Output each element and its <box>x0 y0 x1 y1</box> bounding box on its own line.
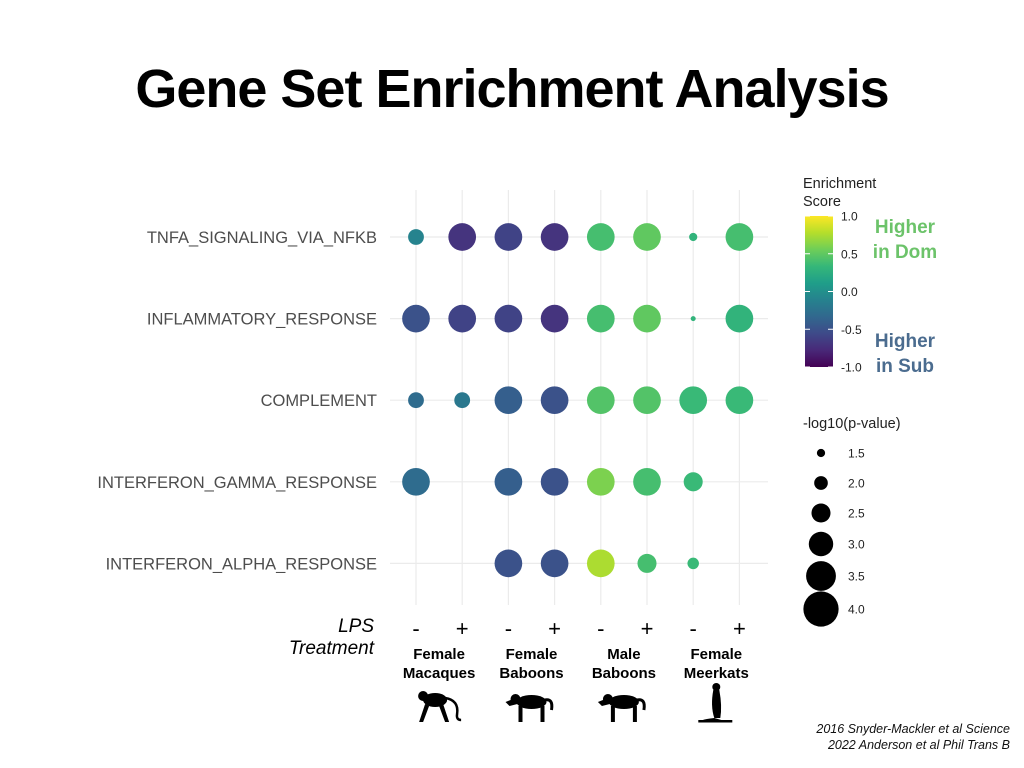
citation-1: 2016 Snyder-Mackler et al Science <box>816 722 1010 736</box>
data-point <box>540 549 569 578</box>
size-legend-label: 4.0 <box>848 603 865 617</box>
data-point <box>494 386 523 415</box>
plot-panel <box>390 190 768 605</box>
data-point <box>679 386 708 415</box>
color-legend-title: Score <box>803 194 841 210</box>
data-point <box>586 386 615 415</box>
y-tick-label: INTERFERON_ALPHA_RESPONSE <box>106 555 377 573</box>
color-legend-tick-label: 1.0 <box>841 210 858 224</box>
data-point <box>494 223 523 251</box>
baboon-icon <box>597 694 646 722</box>
color-legend-tick-label: -1.0 <box>841 361 862 375</box>
citation-2: 2022 Anderson et al Phil Trans B <box>827 738 1010 752</box>
data-point <box>408 392 424 409</box>
data-point <box>725 386 754 415</box>
data-point <box>633 467 661 496</box>
group-label: Baboons <box>592 665 656 682</box>
size-legend-key <box>808 531 834 557</box>
higher-in-dom-annotation: in Dom <box>873 242 937 263</box>
color-legend-tick-label: 0.0 <box>841 285 858 299</box>
higher-in-sub-annotation: in Sub <box>876 356 934 377</box>
data-point <box>633 304 661 333</box>
data-point <box>689 232 698 242</box>
group-label: Female <box>690 646 742 663</box>
data-point <box>637 553 657 573</box>
data-point <box>633 386 661 415</box>
group-label: Baboons <box>499 665 563 682</box>
y-tick-label: INFLAMMATORY_RESPONSE <box>147 311 377 329</box>
group-label: Female <box>413 646 465 663</box>
group-label: Male <box>607 646 640 663</box>
data-point <box>448 304 477 333</box>
data-point <box>408 229 424 245</box>
x-tick-label: + <box>641 616 654 641</box>
y-tick-label: COMPLEMENT <box>261 392 377 410</box>
data-point <box>690 316 696 322</box>
size-legend-label: 3.0 <box>848 538 865 552</box>
data-point <box>540 223 569 251</box>
data-point <box>586 304 615 333</box>
size-legend-key <box>816 448 826 458</box>
x-tick-label: + <box>733 616 746 641</box>
higher-in-dom-annotation: Higher <box>875 217 936 238</box>
size-legend-label: 2.0 <box>848 477 865 491</box>
monkey-icon <box>418 691 462 722</box>
color-legend-title: Enrichment <box>803 176 876 192</box>
data-point <box>494 549 523 578</box>
x-tick-label: + <box>456 616 469 641</box>
color-legend-tick-label: 0.5 <box>841 247 858 261</box>
size-legend-label: 1.5 <box>848 447 865 461</box>
size-legend-key <box>814 476 828 490</box>
size-legend-key <box>806 561 836 591</box>
lps-treatment-label: Treatment <box>289 638 375 659</box>
y-tick-label: TNFA_SIGNALING_VIA_NFKB <box>147 229 377 247</box>
data-point <box>454 392 471 409</box>
higher-in-sub-annotation: Higher <box>875 331 936 352</box>
y-tick-label: INTERFERON_GAMMA_RESPONSE <box>97 474 377 492</box>
x-tick-label: + <box>548 616 561 641</box>
data-point <box>494 304 523 333</box>
data-point <box>683 472 703 492</box>
size-legend-key <box>811 503 831 523</box>
group-label: Female <box>506 646 558 663</box>
data-point <box>540 467 569 496</box>
data-point <box>586 467 615 496</box>
data-point <box>586 223 615 251</box>
size-legend-title: -log10(p-value) <box>803 416 901 432</box>
size-legend-key <box>803 591 839 627</box>
meerkat-icon <box>698 683 733 723</box>
data-point <box>725 304 754 333</box>
data-point <box>586 549 615 578</box>
lps-treatment-label: LPS <box>338 616 374 637</box>
data-point <box>402 467 430 496</box>
x-tick-label: - <box>505 616 512 641</box>
size-legend-label: 3.5 <box>848 570 865 584</box>
data-point <box>540 386 569 415</box>
group-label: Meerkats <box>684 665 749 682</box>
color-legend-tick-label: -0.5 <box>841 323 862 337</box>
data-point <box>402 304 430 333</box>
data-point <box>725 223 754 251</box>
data-point <box>540 304 569 333</box>
data-point <box>494 467 523 496</box>
x-tick-label: - <box>412 616 419 641</box>
data-point <box>687 557 699 570</box>
data-point <box>448 223 477 251</box>
data-point <box>633 223 661 251</box>
group-label: Macaques <box>403 665 476 682</box>
x-tick-label: - <box>597 616 604 641</box>
size-legend-label: 2.5 <box>848 507 865 521</box>
slide-title: Gene Set Enrichment Analysis <box>135 59 889 119</box>
x-tick-label: - <box>690 616 697 641</box>
baboon-icon <box>505 694 554 722</box>
